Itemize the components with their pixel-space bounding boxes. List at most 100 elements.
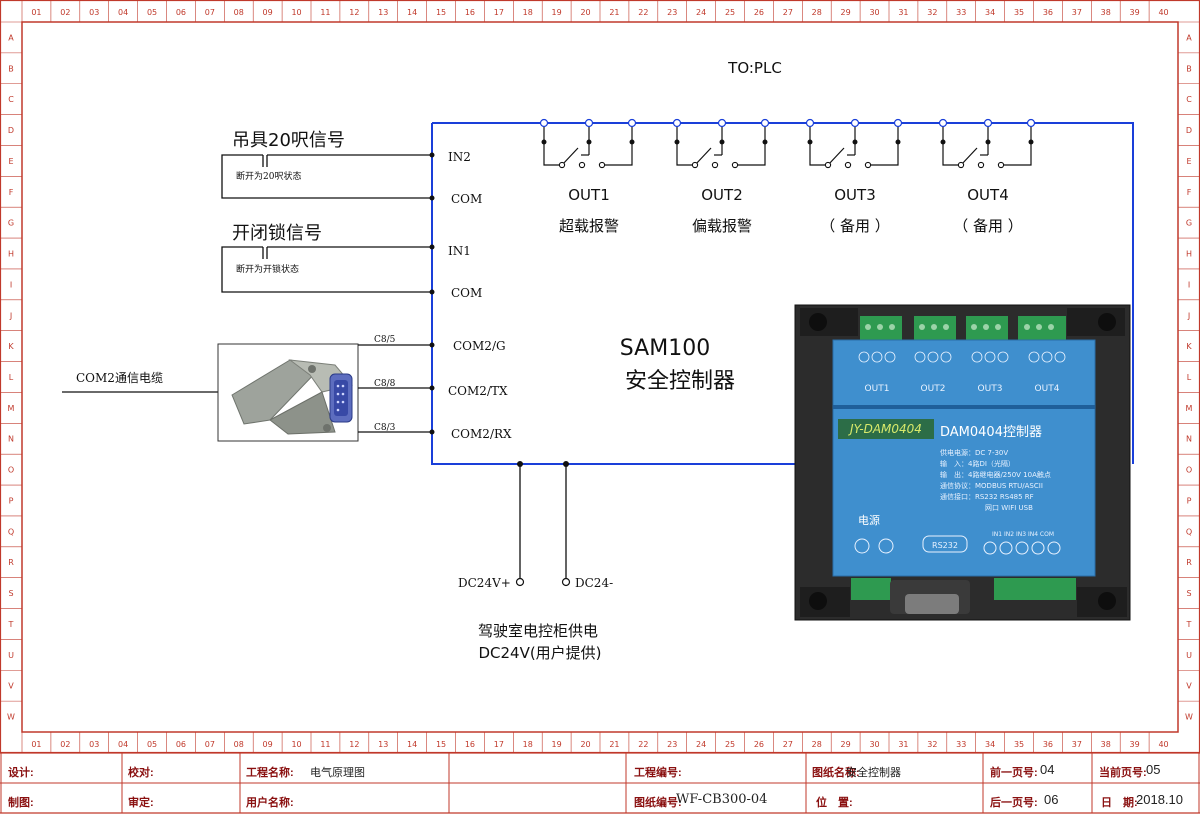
ruler-row-right: P	[1187, 496, 1192, 505]
ruler-col-bottom: 30	[869, 740, 879, 749]
tb-drafter-label: 制图:	[8, 797, 34, 809]
ruler-row-left: F	[9, 188, 14, 197]
ruler-row-left: W	[7, 713, 15, 722]
signal2-title: 开闭锁信号	[232, 223, 322, 244]
ruler-col-top: 15	[436, 8, 446, 17]
tb-drawing-no-label: 工程编号:	[634, 767, 682, 779]
terminal-in1: IN1	[448, 244, 471, 258]
ruler-row-left: E	[8, 157, 13, 166]
ruler-col-top: 07	[205, 8, 215, 17]
ruler-col-top: 40	[1158, 8, 1168, 17]
ruler-col-top: 27	[783, 8, 793, 17]
ruler-row-left: P	[9, 496, 14, 505]
ruler-col-bottom: 26	[754, 740, 764, 749]
ruler-col-bottom: 15	[436, 740, 446, 749]
ruler-col-bottom: 28	[812, 740, 822, 749]
ruler-col-top: 30	[869, 8, 879, 17]
signal2-wire	[221, 246, 432, 293]
title-block	[0, 752, 1200, 814]
ruler-col-top: 08	[234, 8, 244, 17]
ruler-col-bottom: 04	[118, 740, 128, 749]
ruler-row-left: I	[10, 280, 12, 289]
ruler-row-right: R	[1186, 558, 1192, 567]
ruler-col-bottom: 32	[927, 740, 937, 749]
ruler-col-top: 32	[927, 8, 937, 17]
device-brand: JY-DAM0404	[848, 422, 922, 436]
drawing-border	[21, 21, 1179, 733]
device-input-labels: IN1 IN2 IN3 IN4 COM	[992, 531, 1054, 538]
ruler-col-bottom: 08	[234, 740, 244, 749]
tb-review-label: 审定:	[128, 797, 154, 809]
device-spec-1: 供电电源：DC 7-30V	[940, 448, 1008, 457]
tb-position-label: 位 置:	[816, 797, 853, 809]
device-spec-5: 通信接口：RS232 RS485 RF	[940, 492, 1034, 501]
ruler-col-top: 18	[523, 8, 533, 17]
ruler-col-top: 13	[378, 8, 388, 17]
tb-code-value: WF-CB300-04	[676, 792, 768, 807]
device-spec-4: 通信协议：MODBUS RTU/ASCII	[940, 481, 1043, 490]
ruler-col-bottom: 39	[1130, 740, 1140, 749]
ruler-col-bottom: 27	[783, 740, 793, 749]
ruler-col-top: 04	[118, 8, 128, 17]
tb-design-label: 设计:	[8, 767, 34, 779]
ruler-row-right: E	[1186, 157, 1191, 166]
ruler-col-bottom: 17	[494, 740, 504, 749]
dc24v-plus-terminal	[515, 577, 525, 587]
ruler-row-right: I	[1188, 280, 1190, 289]
ruler-col-bottom: 06	[176, 740, 186, 749]
ruler-col-bottom: 24	[696, 740, 706, 749]
ruler-col-top: 39	[1130, 8, 1140, 17]
plc-bus-line	[432, 122, 1134, 464]
device-spec-6: 网口 WIFI USB	[985, 504, 1033, 512]
controller-model: SAM100	[620, 336, 710, 361]
ruler-row-right: B	[1186, 64, 1192, 73]
ruler-col-bottom: 23	[667, 740, 677, 749]
ruler-col-bottom: 05	[147, 740, 157, 749]
ruler-row-right: Q	[1186, 527, 1192, 536]
ruler-col-top: 17	[494, 8, 504, 17]
ruler-row-left: U	[8, 651, 14, 660]
tb-drawing-name-value: 安全控制器	[846, 767, 901, 779]
ruler-col-top: 38	[1101, 8, 1111, 17]
ruler-row-left: M	[8, 404, 15, 413]
terminal-com2-rx: COM2/RX	[451, 427, 512, 441]
ruler-col-top: 21	[609, 8, 619, 17]
ruler-col-bottom: 34	[985, 740, 995, 749]
power-source-label: 驾驶室电控柜供电	[478, 622, 598, 640]
ruler-col-top: 02	[60, 8, 70, 17]
ruler-col-bottom: 21	[609, 740, 619, 749]
ruler-row-left: O	[8, 466, 14, 475]
ruler-row-right: K	[1186, 342, 1192, 351]
ruler-row-right: C	[1186, 95, 1192, 104]
relay-output-4: OUT4（ 备用 ）	[938, 118, 1036, 235]
output-desc-3: （ 备用 ）	[820, 217, 890, 235]
ruler-col-top: 14	[407, 8, 417, 17]
ruler-col-bottom: 18	[523, 740, 533, 749]
ruler-row-right: U	[1186, 651, 1192, 660]
tb-next-page-label: 后一页号:	[990, 797, 1038, 809]
power-user-label: DC24V(用户提供)	[478, 644, 601, 662]
ruler-col-top: 16	[465, 8, 475, 17]
ruler-col-bottom: 33	[956, 740, 966, 749]
ruler-col-top: 05	[147, 8, 157, 17]
ruler-col-top: 01	[31, 8, 41, 17]
terminal-com2-tx: COM2/TX	[448, 384, 508, 398]
ruler-col-top: 36	[1043, 8, 1053, 17]
ruler-col-top: 10	[291, 8, 301, 17]
tb-current-page-value: 05	[1146, 762, 1161, 777]
ruler-row-left: A	[8, 33, 14, 42]
pin-c8-3: C8/3	[374, 423, 396, 433]
dc24v-plus-label: DC24V+	[458, 576, 511, 590]
ruler-col-bottom: 12	[349, 740, 359, 749]
tb-next-page-value: 06	[1044, 792, 1059, 807]
ruler-col-bottom: 03	[89, 740, 99, 749]
ruler-col-bottom: 40	[1158, 740, 1168, 749]
ruler-row-right: W	[1185, 713, 1193, 722]
dc24v-minus-label: DC24-	[575, 576, 613, 590]
ruler-col-bottom: 19	[552, 740, 562, 749]
ruler-col-top: 23	[667, 8, 677, 17]
device-rs232-label: RS232	[932, 541, 958, 550]
